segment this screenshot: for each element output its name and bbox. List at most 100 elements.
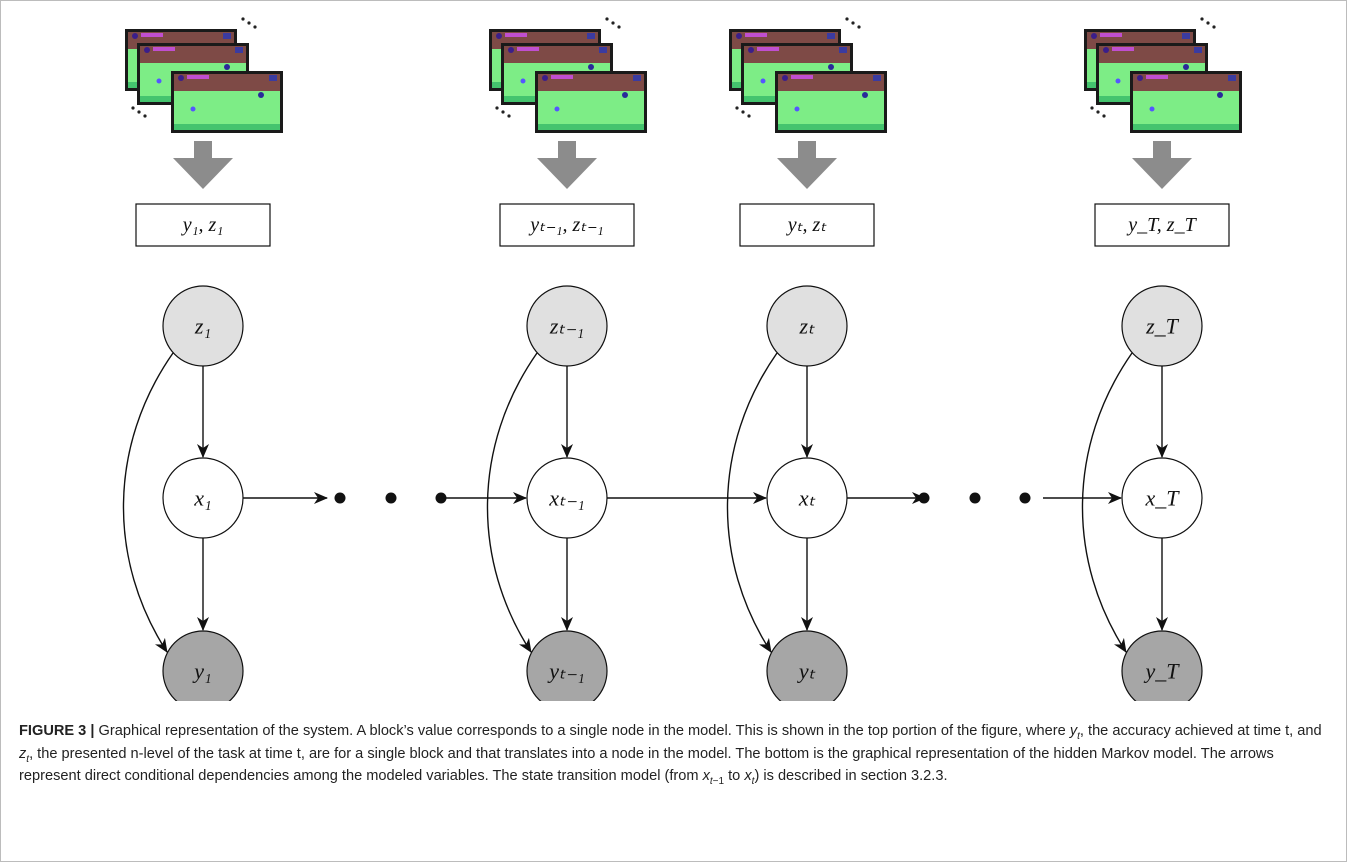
frame-score-icon bbox=[178, 75, 184, 81]
frame-score-icon bbox=[144, 47, 150, 53]
frame-hearts-icon bbox=[141, 33, 163, 37]
ellipsis-icon bbox=[741, 110, 745, 114]
frame-player-icon bbox=[190, 106, 196, 112]
ellipsis-icon bbox=[611, 21, 615, 25]
block-label: y_T, z_T bbox=[1126, 214, 1197, 236]
frame-hearts-icon bbox=[757, 47, 779, 51]
frame-target-icon bbox=[828, 64, 834, 70]
edge-z-to-y bbox=[122, 352, 174, 653]
edge-z-to-y bbox=[1081, 352, 1133, 653]
game-screenshot-stack-icon bbox=[1084, 17, 1242, 133]
frame-pause-icon bbox=[223, 33, 231, 39]
frame-score-icon bbox=[132, 33, 138, 39]
ellipsis-icon bbox=[507, 114, 511, 118]
node-y-label: yₜ₋₁ bbox=[547, 659, 585, 684]
frame-player-icon bbox=[760, 78, 766, 84]
down-arrow-icon bbox=[777, 141, 837, 189]
frame-player-icon bbox=[554, 106, 560, 112]
frame-hearts-icon bbox=[551, 75, 573, 79]
frame-target-icon bbox=[862, 92, 868, 98]
game-frame bbox=[775, 71, 887, 133]
down-arrow-icon bbox=[173, 141, 233, 189]
ellipsis-icon bbox=[131, 106, 135, 110]
block-label: yₜ₋₁, zₜ₋₁ bbox=[528, 214, 603, 236]
ellipsis-icon bbox=[385, 492, 397, 504]
game-frame bbox=[171, 71, 283, 133]
ellipsis-icon bbox=[1206, 21, 1210, 25]
node-y-label: y₁ bbox=[192, 659, 211, 684]
node-x-label: x₁ bbox=[193, 486, 211, 511]
ellipsis-icon bbox=[747, 114, 751, 118]
frame-pause-icon bbox=[1182, 33, 1190, 39]
ellipsis-icon bbox=[845, 17, 849, 21]
ellipsis-icon bbox=[334, 492, 346, 504]
node-x-label: x_T bbox=[1145, 486, 1181, 511]
frame-score-icon bbox=[508, 47, 514, 53]
frame-player-icon bbox=[156, 78, 162, 84]
frame-player-icon bbox=[794, 106, 800, 112]
frame-player-icon bbox=[1115, 78, 1121, 84]
frame-target-icon bbox=[224, 64, 230, 70]
ellipsis-icon bbox=[501, 110, 505, 114]
frame-target-icon bbox=[258, 92, 264, 98]
frame-pause-icon bbox=[633, 75, 641, 81]
ellipsis-icon bbox=[1102, 114, 1106, 118]
ellipsis-icon bbox=[495, 106, 499, 110]
frame-hearts-icon bbox=[517, 47, 539, 51]
node-y-label: yₜ bbox=[797, 659, 816, 684]
frame-hearts-icon bbox=[187, 75, 209, 79]
ellipsis-icon bbox=[143, 114, 147, 118]
ellipsis-icon bbox=[137, 110, 141, 114]
block-label-box bbox=[499, 203, 635, 247]
frame-pause-icon bbox=[1228, 75, 1236, 81]
frame-pause-icon bbox=[587, 33, 595, 39]
frame-hearts-icon bbox=[153, 47, 175, 51]
frame-hearts-icon bbox=[791, 75, 813, 79]
frame-hearts-icon bbox=[745, 33, 767, 37]
frame-score-icon bbox=[748, 47, 754, 53]
frame-pause-icon bbox=[839, 47, 847, 53]
ellipsis-icon bbox=[247, 21, 251, 25]
ellipsis-icon bbox=[1096, 110, 1100, 114]
frame-hearts-icon bbox=[1112, 47, 1134, 51]
block-label: yₜ, zₜ bbox=[786, 214, 828, 236]
frame-pause-icon bbox=[873, 75, 881, 81]
block-label-box bbox=[1094, 203, 1230, 247]
frame-ground bbox=[538, 124, 644, 130]
frame-score-icon bbox=[496, 33, 502, 39]
game-screenshot-stack-icon bbox=[125, 17, 283, 133]
ellipsis-icon bbox=[1019, 492, 1031, 504]
node-x bbox=[1121, 457, 1203, 539]
frame-ground bbox=[174, 124, 280, 130]
node-z-label: zₜ₋₁ bbox=[549, 314, 584, 339]
node-z bbox=[766, 285, 848, 367]
frame-pause-icon bbox=[235, 47, 243, 53]
ellipsis-icon bbox=[918, 492, 930, 504]
node-y-label: y_T bbox=[1144, 659, 1181, 684]
edge-z-to-y bbox=[726, 352, 778, 653]
frame-pause-icon bbox=[827, 33, 835, 39]
frame-score-icon bbox=[542, 75, 548, 81]
frame-score-icon bbox=[1091, 33, 1097, 39]
frame-score-icon bbox=[736, 33, 742, 39]
game-frame bbox=[535, 71, 647, 133]
frame-score-icon bbox=[782, 75, 788, 81]
caption-text: Graphical representation of the system. … bbox=[19, 723, 1322, 788]
frame-pause-icon bbox=[599, 47, 607, 53]
frame-score-icon bbox=[1137, 75, 1143, 81]
ellipsis-icon bbox=[1212, 25, 1216, 29]
ellipsis-icon bbox=[1090, 106, 1094, 110]
frame-target-icon bbox=[622, 92, 628, 98]
block-label-box bbox=[739, 203, 875, 247]
frame-hearts-icon bbox=[1146, 75, 1168, 79]
node-y bbox=[526, 630, 608, 701]
node-z-label: z₁ bbox=[194, 314, 211, 339]
edge-z-to-y bbox=[486, 352, 538, 653]
ellipsis-icon bbox=[1200, 17, 1204, 21]
ellipsis-icon bbox=[605, 17, 609, 21]
ellipsis-icon bbox=[617, 25, 621, 29]
node-z-label: z_T bbox=[1145, 314, 1180, 339]
block-label: y₁, z₁ bbox=[181, 214, 224, 236]
